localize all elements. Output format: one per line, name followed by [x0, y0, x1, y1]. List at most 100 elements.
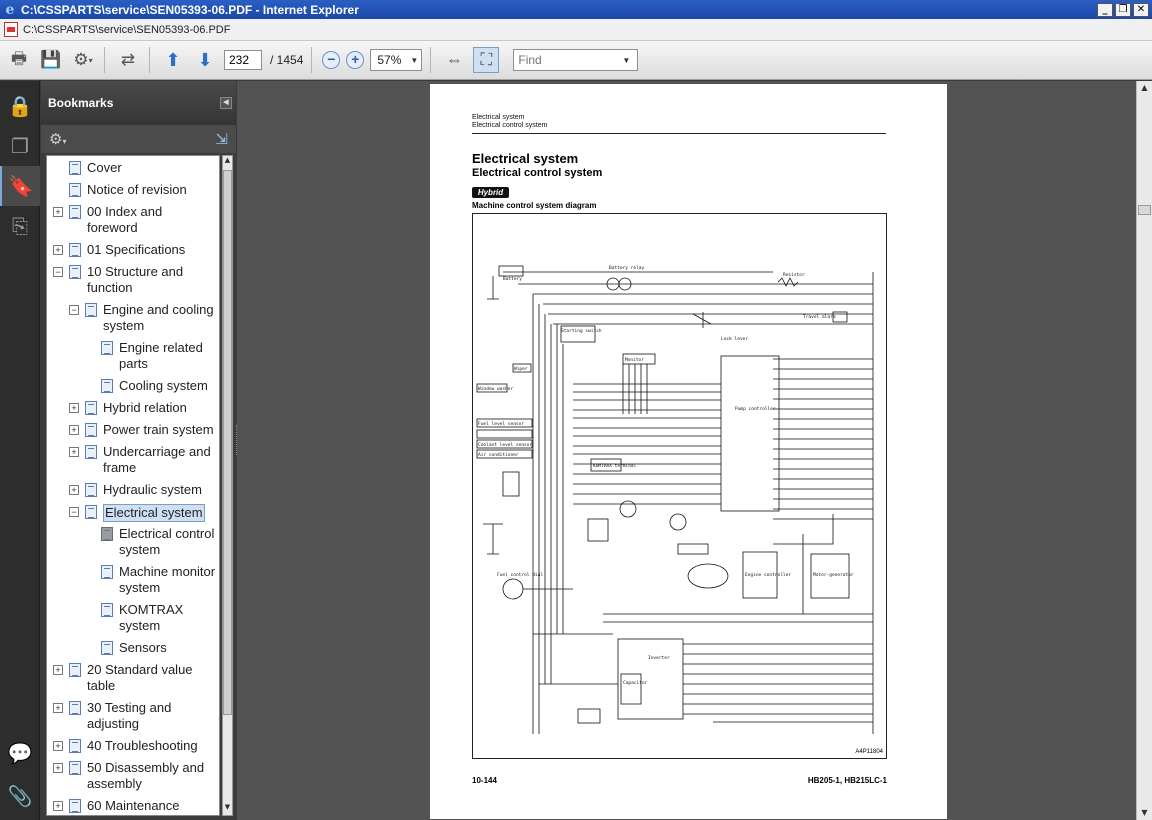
bookmark-10-structure[interactable]: − 10 Structure and function: [53, 264, 193, 296]
attach-menu-icon[interactable]: ⚙▾: [73, 50, 93, 69]
collapse-icon[interactable]: −: [53, 267, 63, 277]
expand-bookmark-icon[interactable]: ⇲: [215, 130, 228, 148]
scroll-up-icon[interactable]: ▲: [224, 156, 231, 164]
bookmark-icon: [101, 641, 113, 655]
save-icon[interactable]: 💾: [40, 50, 62, 69]
fit-page-icon[interactable]: ⛶: [473, 47, 500, 73]
expand-icon[interactable]: +: [53, 741, 63, 751]
label-wiper: Wiper: [514, 366, 528, 372]
attachments-icon[interactable]: ⎘: [12, 214, 28, 238]
paperclip-icon[interactable]: 📎: [7, 784, 33, 808]
scroll-down-icon[interactable]: ▼: [224, 803, 231, 811]
bookmark-50-disassembly[interactable]: + 50 Disassembly and assembly: [53, 760, 213, 792]
previous-page-icon[interactable]: ⬆: [165, 49, 181, 70]
zoom-out-icon[interactable]: −: [322, 51, 341, 69]
find-box[interactable]: ▼: [513, 49, 639, 71]
bookmark-icon: [85, 401, 97, 415]
bookmark-60-maintenance[interactable]: + 60 Maintenance: [53, 798, 180, 814]
expand-icon[interactable]: +: [53, 245, 63, 255]
minimize-button[interactable]: _: [1097, 2, 1113, 17]
bookmark-engine-cooling[interactable]: − Engine and cooling system: [69, 302, 214, 334]
bookmark-icon: [101, 379, 113, 393]
options-gear-icon[interactable]: ⚙▾: [49, 130, 67, 148]
page-number-input[interactable]: [224, 50, 262, 70]
fit-width-icon[interactable]: ⇔: [445, 50, 463, 69]
bookmark-power-train[interactable]: + Power train system: [69, 422, 214, 438]
bookmark-00-index[interactable]: + 00 Index and foreword: [53, 204, 183, 236]
document-scrollbar[interactable]: ▲ ▼: [1136, 81, 1152, 820]
expand-icon[interactable]: +: [69, 485, 79, 495]
print-icon[interactable]: 🖶: [10, 48, 28, 68]
bookmark-icon: [69, 701, 81, 715]
bookmark-40-troubleshooting[interactable]: + 40 Troubleshooting: [53, 738, 198, 754]
bookmark-notice-of-revision[interactable]: Notice of revision: [53, 182, 187, 198]
collapse-icon[interactable]: −: [69, 507, 79, 517]
diagram-title: Machine control system diagram: [472, 201, 597, 210]
bookmarks-scroll-thumb[interactable]: [223, 170, 232, 715]
bookmark-01-specifications[interactable]: + 01 Specifications: [53, 242, 185, 258]
share-icon[interactable]: ⇄: [120, 50, 136, 69]
bookmark-icon: [69, 761, 81, 775]
hybrid-badge: Hybrid: [472, 187, 509, 198]
document-viewport: Electrical system Electrical control sys…: [237, 81, 1136, 820]
bookmark-electrical-system[interactable]: − Electrical system: [69, 504, 205, 522]
find-input[interactable]: [514, 53, 623, 67]
expand-icon[interactable]: +: [69, 425, 79, 435]
collapse-icon[interactable]: −: [69, 305, 79, 315]
bookmark-icon: [101, 341, 113, 355]
page-running-header: Electrical system Electrical control sys…: [472, 114, 548, 129]
bookmarks-scrollbar[interactable]: ▲ ▼: [222, 155, 233, 816]
pdf-toolbar: 🖶 💾 ⚙▾ ⇄ ⬆ ⬇ / 1454 − + 57% ▼ ⇔ ⛶ ▼: [0, 41, 1152, 80]
bookmark-cooling-system[interactable]: Cooling system: [85, 378, 208, 394]
expand-icon[interactable]: +: [69, 403, 79, 413]
expand-icon[interactable]: +: [53, 207, 63, 217]
file-path[interactable]: C:\CSSPARTS\service\SEN05393-06.PDF: [23, 23, 231, 36]
bookmark-machine-monitor[interactable]: Machine monitor system: [85, 564, 217, 596]
close-button[interactable]: ✕: [1133, 2, 1149, 17]
toolbar-separator: [311, 47, 313, 73]
header-rule: [472, 133, 886, 134]
restore-button[interactable]: ❐: [1115, 2, 1131, 17]
bookmark-undercarriage[interactable]: + Undercarriage and frame: [69, 444, 214, 476]
label-lock-lever: Lock lever: [721, 336, 748, 342]
bookmark-icon: [69, 205, 81, 219]
expand-icon[interactable]: +: [53, 665, 63, 675]
pages-icon[interactable]: ❐: [11, 134, 29, 158]
scroll-up-icon[interactable]: ▲: [1141, 83, 1148, 92]
bookmark-cover[interactable]: Cover: [53, 160, 122, 176]
page-number-footer: 10-144: [472, 776, 497, 785]
zoom-select[interactable]: 57% ▼: [370, 49, 423, 71]
next-page-icon[interactable]: ⬇: [197, 49, 213, 70]
lock-icon[interactable]: 🔒: [7, 94, 33, 118]
chevron-down-icon[interactable]: ▼: [622, 55, 631, 65]
label-window-washer: Window washer: [478, 386, 514, 392]
scroll-down-icon[interactable]: ▼: [1141, 808, 1148, 817]
bookmark-30-testing[interactable]: + 30 Testing and adjusting: [53, 700, 193, 732]
bookmarks-icon[interactable]: 🔖: [0, 166, 40, 206]
bookmark-komtrax[interactable]: KOMTRAX system: [85, 602, 195, 634]
bookmark-20-standard-value[interactable]: + 20 Standard value table: [53, 662, 213, 694]
bookmark-hydraulic[interactable]: + Hydraulic system: [69, 482, 202, 498]
expand-icon[interactable]: +: [53, 801, 63, 811]
label-battery: Battery: [503, 276, 522, 282]
chevron-down-icon[interactable]: ▼: [410, 55, 419, 65]
internet-explorer-icon: e: [5, 1, 15, 18]
label-komtrax: KOMTRAX terminal: [593, 463, 637, 469]
bookmark-engine-related[interactable]: Engine related parts: [85, 340, 215, 372]
bookmark-icon: [69, 265, 81, 279]
bookmark-hybrid-relation[interactable]: + Hybrid relation: [69, 400, 187, 416]
toolbar-separator: [104, 47, 105, 73]
collapse-panel-icon[interactable]: ◀: [220, 97, 232, 109]
document-scroll-thumb[interactable]: [1138, 205, 1151, 215]
address-bar: C:\CSSPARTS\service\SEN05393-06.PDF: [0, 19, 1152, 41]
comments-icon[interactable]: 💬: [7, 741, 33, 765]
expand-icon[interactable]: +: [69, 447, 79, 457]
bookmark-electrical-control[interactable]: Electrical control system: [85, 526, 217, 558]
expand-icon[interactable]: +: [53, 703, 63, 713]
expand-icon[interactable]: +: [53, 763, 63, 773]
bookmark-sensors[interactable]: Sensors: [85, 640, 167, 656]
zoom-in-icon[interactable]: +: [346, 51, 365, 69]
label-pump-controller: Pump controller: [735, 406, 776, 412]
wiring-diagram: Battery Battery relay Resistor Starting …: [472, 213, 887, 759]
toolbar-separator: [430, 47, 432, 73]
